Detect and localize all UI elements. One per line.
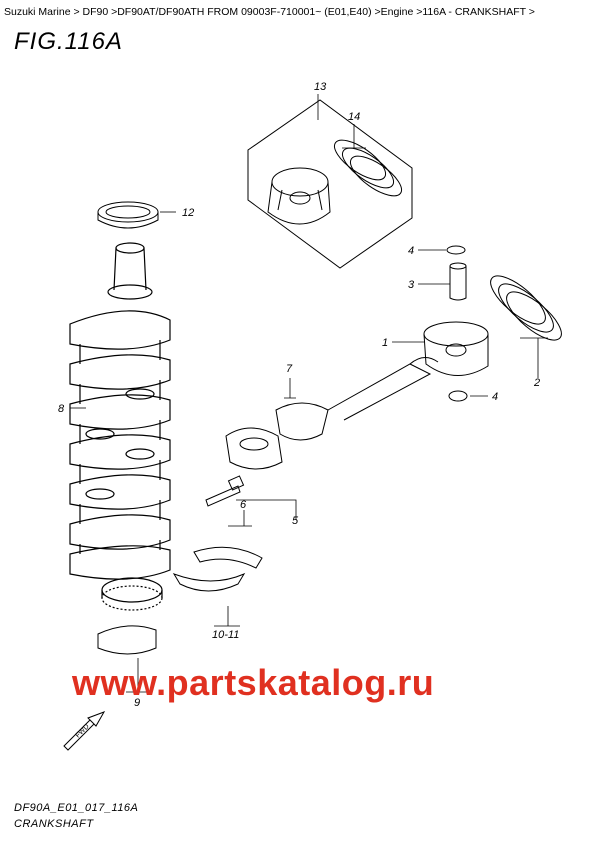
oil-seal — [97, 201, 159, 229]
callout-8: 8 — [58, 403, 65, 415]
callout-6: 6 — [240, 499, 247, 511]
thrust-washers — [172, 546, 263, 592]
breadcrumb[interactable]: Suzuki Marine > DF90 >DF90AT/DF90ATH FRO… — [4, 6, 535, 18]
callout-2: 2 — [533, 377, 540, 389]
callout-13: 13 — [314, 81, 327, 93]
figure-title: FIG.116A — [14, 28, 123, 55]
crankshaft — [69, 242, 171, 611]
callout-5: 5 — [292, 515, 299, 527]
callout-4-lower: 4 — [492, 391, 498, 403]
callout-12: 12 — [182, 207, 194, 219]
watermark: www.partskatalog.ru — [72, 662, 435, 703]
footer-code: DF90A_E01_017_116A — [14, 802, 139, 814]
connecting-rod — [225, 357, 439, 470]
callout-3: 3 — [408, 279, 415, 291]
kit-piston — [267, 167, 331, 225]
callout-4-upper: 4 — [408, 245, 414, 257]
kit-rings — [333, 139, 403, 197]
fwd-label: FWD — [74, 723, 90, 739]
main-bearing — [97, 625, 157, 655]
piston-kit-frame — [247, 99, 413, 269]
rod-bolt — [205, 475, 245, 507]
leader-lines — [70, 94, 548, 693]
piston — [423, 321, 489, 376]
callout-7: 7 — [286, 363, 293, 375]
piston-rings — [490, 275, 562, 341]
callout-10-11: 10-11 — [212, 629, 239, 641]
circlip-upper — [446, 245, 466, 255]
callout-9: 9 — [134, 697, 140, 709]
callout-1: 1 — [382, 337, 388, 349]
footer-name: CRANKSHAFT — [14, 818, 94, 830]
fwd-arrow — [63, 711, 106, 751]
piston-pin — [449, 262, 467, 301]
circlip-lower — [448, 390, 468, 402]
callout-14: 14 — [348, 111, 360, 123]
